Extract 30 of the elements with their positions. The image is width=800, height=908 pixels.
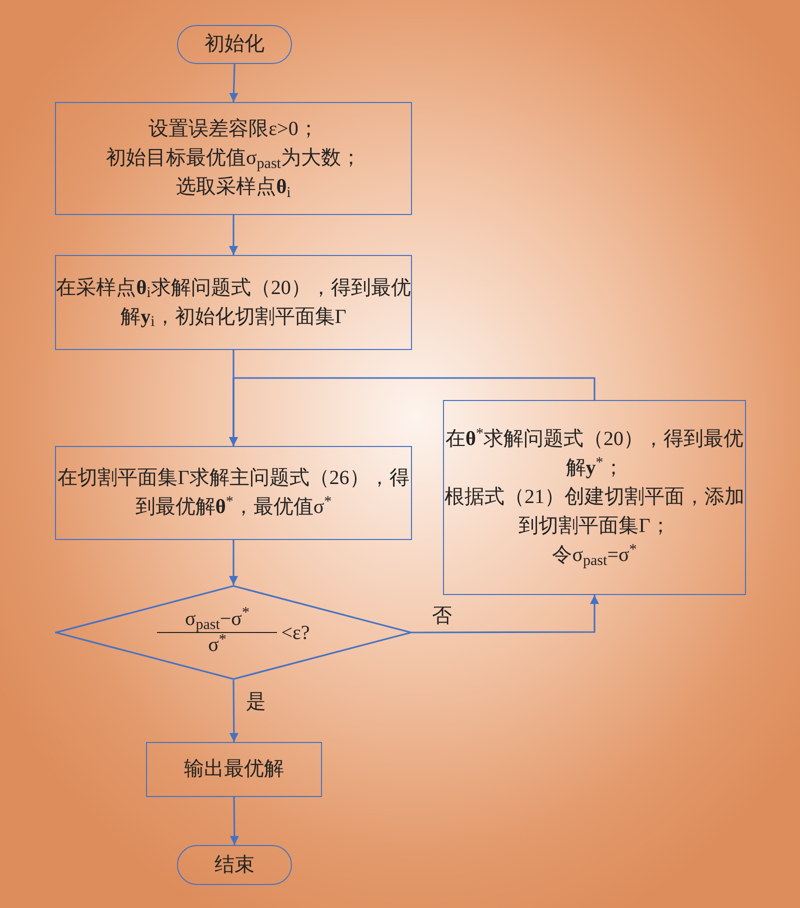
arrow bbox=[229, 215, 238, 255]
box-text: 初始化 bbox=[204, 32, 264, 57]
arrow bbox=[229, 540, 238, 585]
box-text: 在θ$^{*}$求解问题式（20），得到最优解y$^{*}$； bbox=[444, 425, 744, 481]
box-text: 在采样点θ$_{i}$求解问题式（20），得到最优解y$_{i}$，初始化切割平面集Γ bbox=[56, 276, 411, 332]
box-text: 根据式（21）创建切割平面，添加到切割平面集Γ； bbox=[444, 485, 745, 539]
box-text: 在切割平面集Γ求解主问题式（26），得到最优解θ$^{*}$，最优值σ$^{*}$ bbox=[56, 466, 410, 520]
box-text: 结束 bbox=[214, 852, 254, 878]
denominator: σ$^{*}$ bbox=[208, 633, 226, 658]
process-box bbox=[443, 400, 746, 595]
box-text: 令σ$_{past}$=σ$^{*}$ bbox=[552, 541, 637, 570]
numerator: σ$_{past}$−σ$^{*}$ bbox=[184, 606, 250, 632]
terminal-box bbox=[177, 845, 292, 885]
process-box bbox=[55, 102, 412, 215]
process-box bbox=[146, 742, 322, 797]
arrow bbox=[229, 64, 238, 102]
process-box bbox=[55, 255, 412, 350]
process-box bbox=[55, 446, 412, 540]
box-text: 输出最优解 bbox=[184, 757, 284, 782]
box-text: 选取采样点θ$_{i}$ bbox=[176, 175, 291, 202]
arrow bbox=[412, 595, 599, 634]
arrow bbox=[229, 680, 238, 742]
condition-text: <ε? bbox=[281, 620, 310, 646]
box-text: 初始目标最优值σ$_{past}$为大数； bbox=[106, 146, 361, 173]
terminal-box bbox=[177, 25, 292, 64]
arrow bbox=[230, 797, 239, 845]
edge-label: 否 bbox=[432, 606, 452, 626]
arrow bbox=[229, 377, 596, 446]
edge-label: 是 bbox=[246, 692, 266, 712]
box-text: 设置误差容限ε>0； bbox=[148, 117, 318, 142]
